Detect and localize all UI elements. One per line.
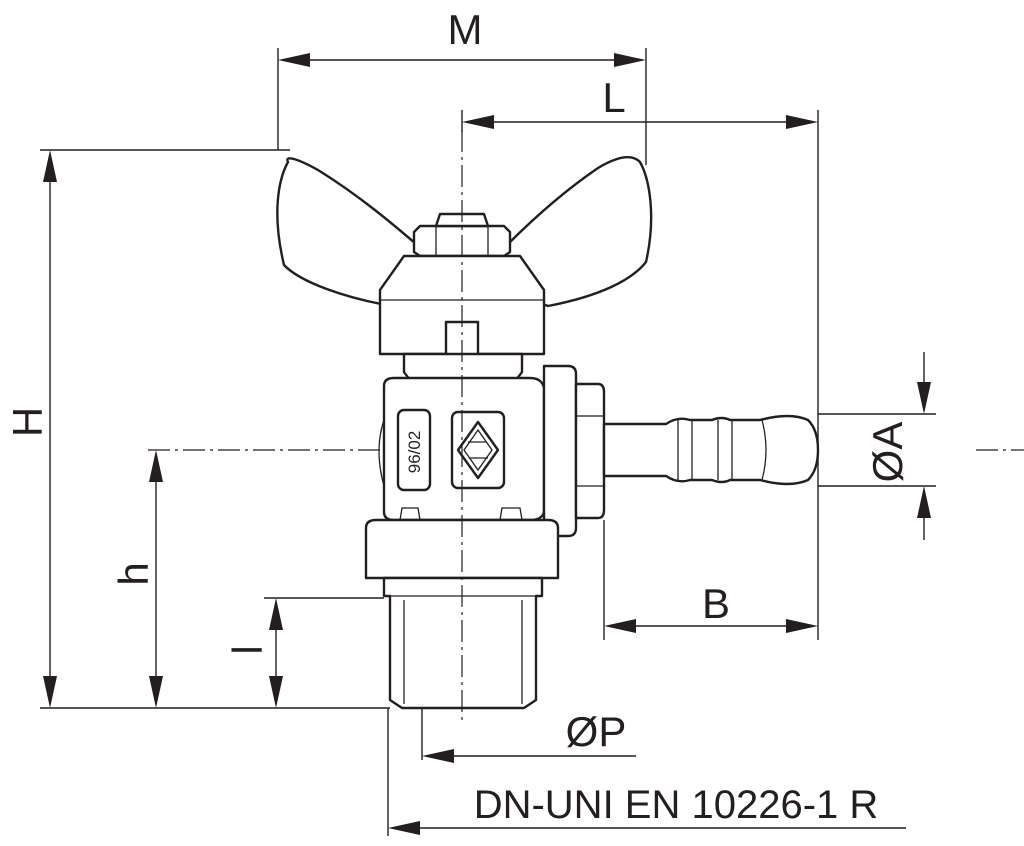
label-A: ØA xyxy=(864,422,911,483)
connector-hex xyxy=(364,518,560,580)
side-nut xyxy=(574,382,606,520)
label-L: L xyxy=(602,74,625,121)
logo-box xyxy=(450,410,506,490)
hose-barb xyxy=(602,414,820,486)
body-marking: 96/02 xyxy=(405,431,424,474)
dimension-standard: DN-UNI EN 10226-1 R xyxy=(387,708,906,836)
dimension-h: h xyxy=(110,450,163,708)
label-H: H xyxy=(4,407,51,437)
label-h: h xyxy=(110,562,157,585)
dimension-L: L xyxy=(461,74,819,640)
threaded-tail xyxy=(382,576,544,710)
marking-plate xyxy=(396,408,432,492)
label-B: B xyxy=(702,580,730,627)
dimension-P: ØP xyxy=(421,708,636,763)
dimension-l: l xyxy=(224,597,384,708)
dimension-M: M xyxy=(277,6,647,165)
valve-body: 96/02 xyxy=(276,156,820,710)
logo-diamond xyxy=(456,420,500,480)
label-M: M xyxy=(448,6,483,53)
dimension-B: B xyxy=(603,520,818,640)
label-l: l xyxy=(224,645,271,654)
side-flange xyxy=(542,364,578,538)
dimension-H: H xyxy=(4,149,390,709)
standard-note: DN-UNI EN 10226-1 R xyxy=(474,783,879,827)
dimension-A: ØA xyxy=(818,352,936,540)
center-lines xyxy=(148,130,1024,720)
label-P: ØP xyxy=(566,708,627,755)
